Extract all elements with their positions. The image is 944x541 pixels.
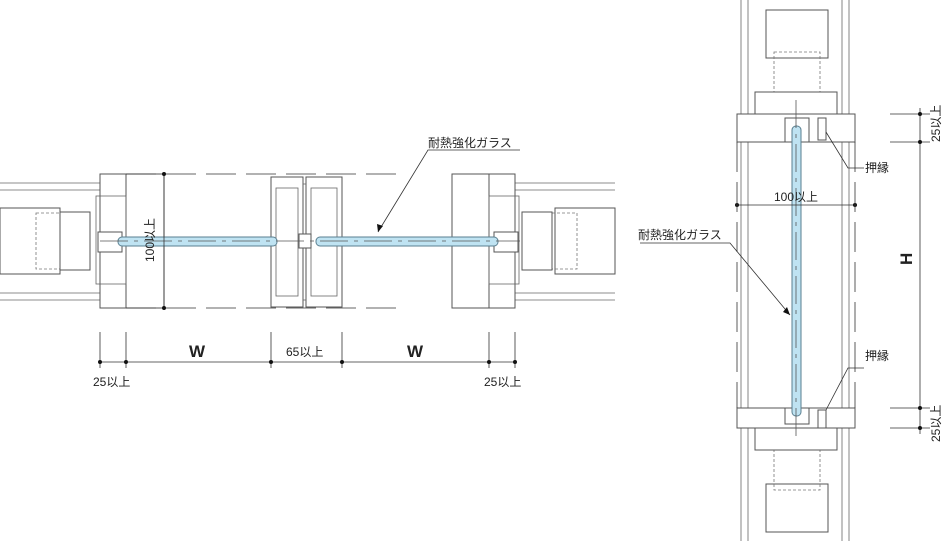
section-wall-top [754, 9, 838, 115]
section-view: 100以上 耐熱強化ガラス 押縁 押縁 H 25以上 25以上 [638, 0, 943, 541]
section-dimension-line [890, 108, 930, 434]
section-bead-top-leader [825, 131, 864, 169]
section-bead-bottom-label: 押縁 [865, 348, 889, 363]
section-dim-edge-top: 25以上 [929, 105, 943, 142]
plan-view: 100以上 耐熱強化ガラス W 65以上 W 25以上 25以上 [0, 136, 616, 389]
plan-dim-w-right: W [407, 342, 424, 361]
section-dim-edge-bottom: 25以上 [929, 405, 943, 442]
section-glass-label: 耐熱強化ガラス [638, 228, 722, 242]
plan-wall-left [0, 182, 100, 301]
section-bead-bottom-leader [825, 367, 864, 411]
plan-dim-w-left: W [189, 342, 206, 361]
plan-glass-left [117, 236, 278, 247]
section-dim-depth: 100以上 [774, 190, 818, 204]
section-wall-bottom [754, 427, 838, 533]
section-bead-top-label: 押縁 [865, 160, 889, 175]
plan-dimension-line [98, 332, 517, 368]
plan-dim-gap: 65以上 [286, 345, 323, 359]
plan-glass-label: 耐熱強化ガラス [428, 136, 512, 150]
section-dim-h: H [897, 253, 916, 265]
plan-dim-edge-left: 25以上 [93, 375, 130, 389]
plan-dim-edge-right: 25以上 [484, 375, 521, 389]
plan-glass-leader [377, 149, 520, 233]
section-glass-leader [640, 242, 791, 316]
section-glass [791, 125, 802, 417]
plan-wall-right [515, 182, 616, 301]
plan-glass-right [315, 236, 499, 247]
plan-dim-height: 100以上 [143, 218, 157, 262]
